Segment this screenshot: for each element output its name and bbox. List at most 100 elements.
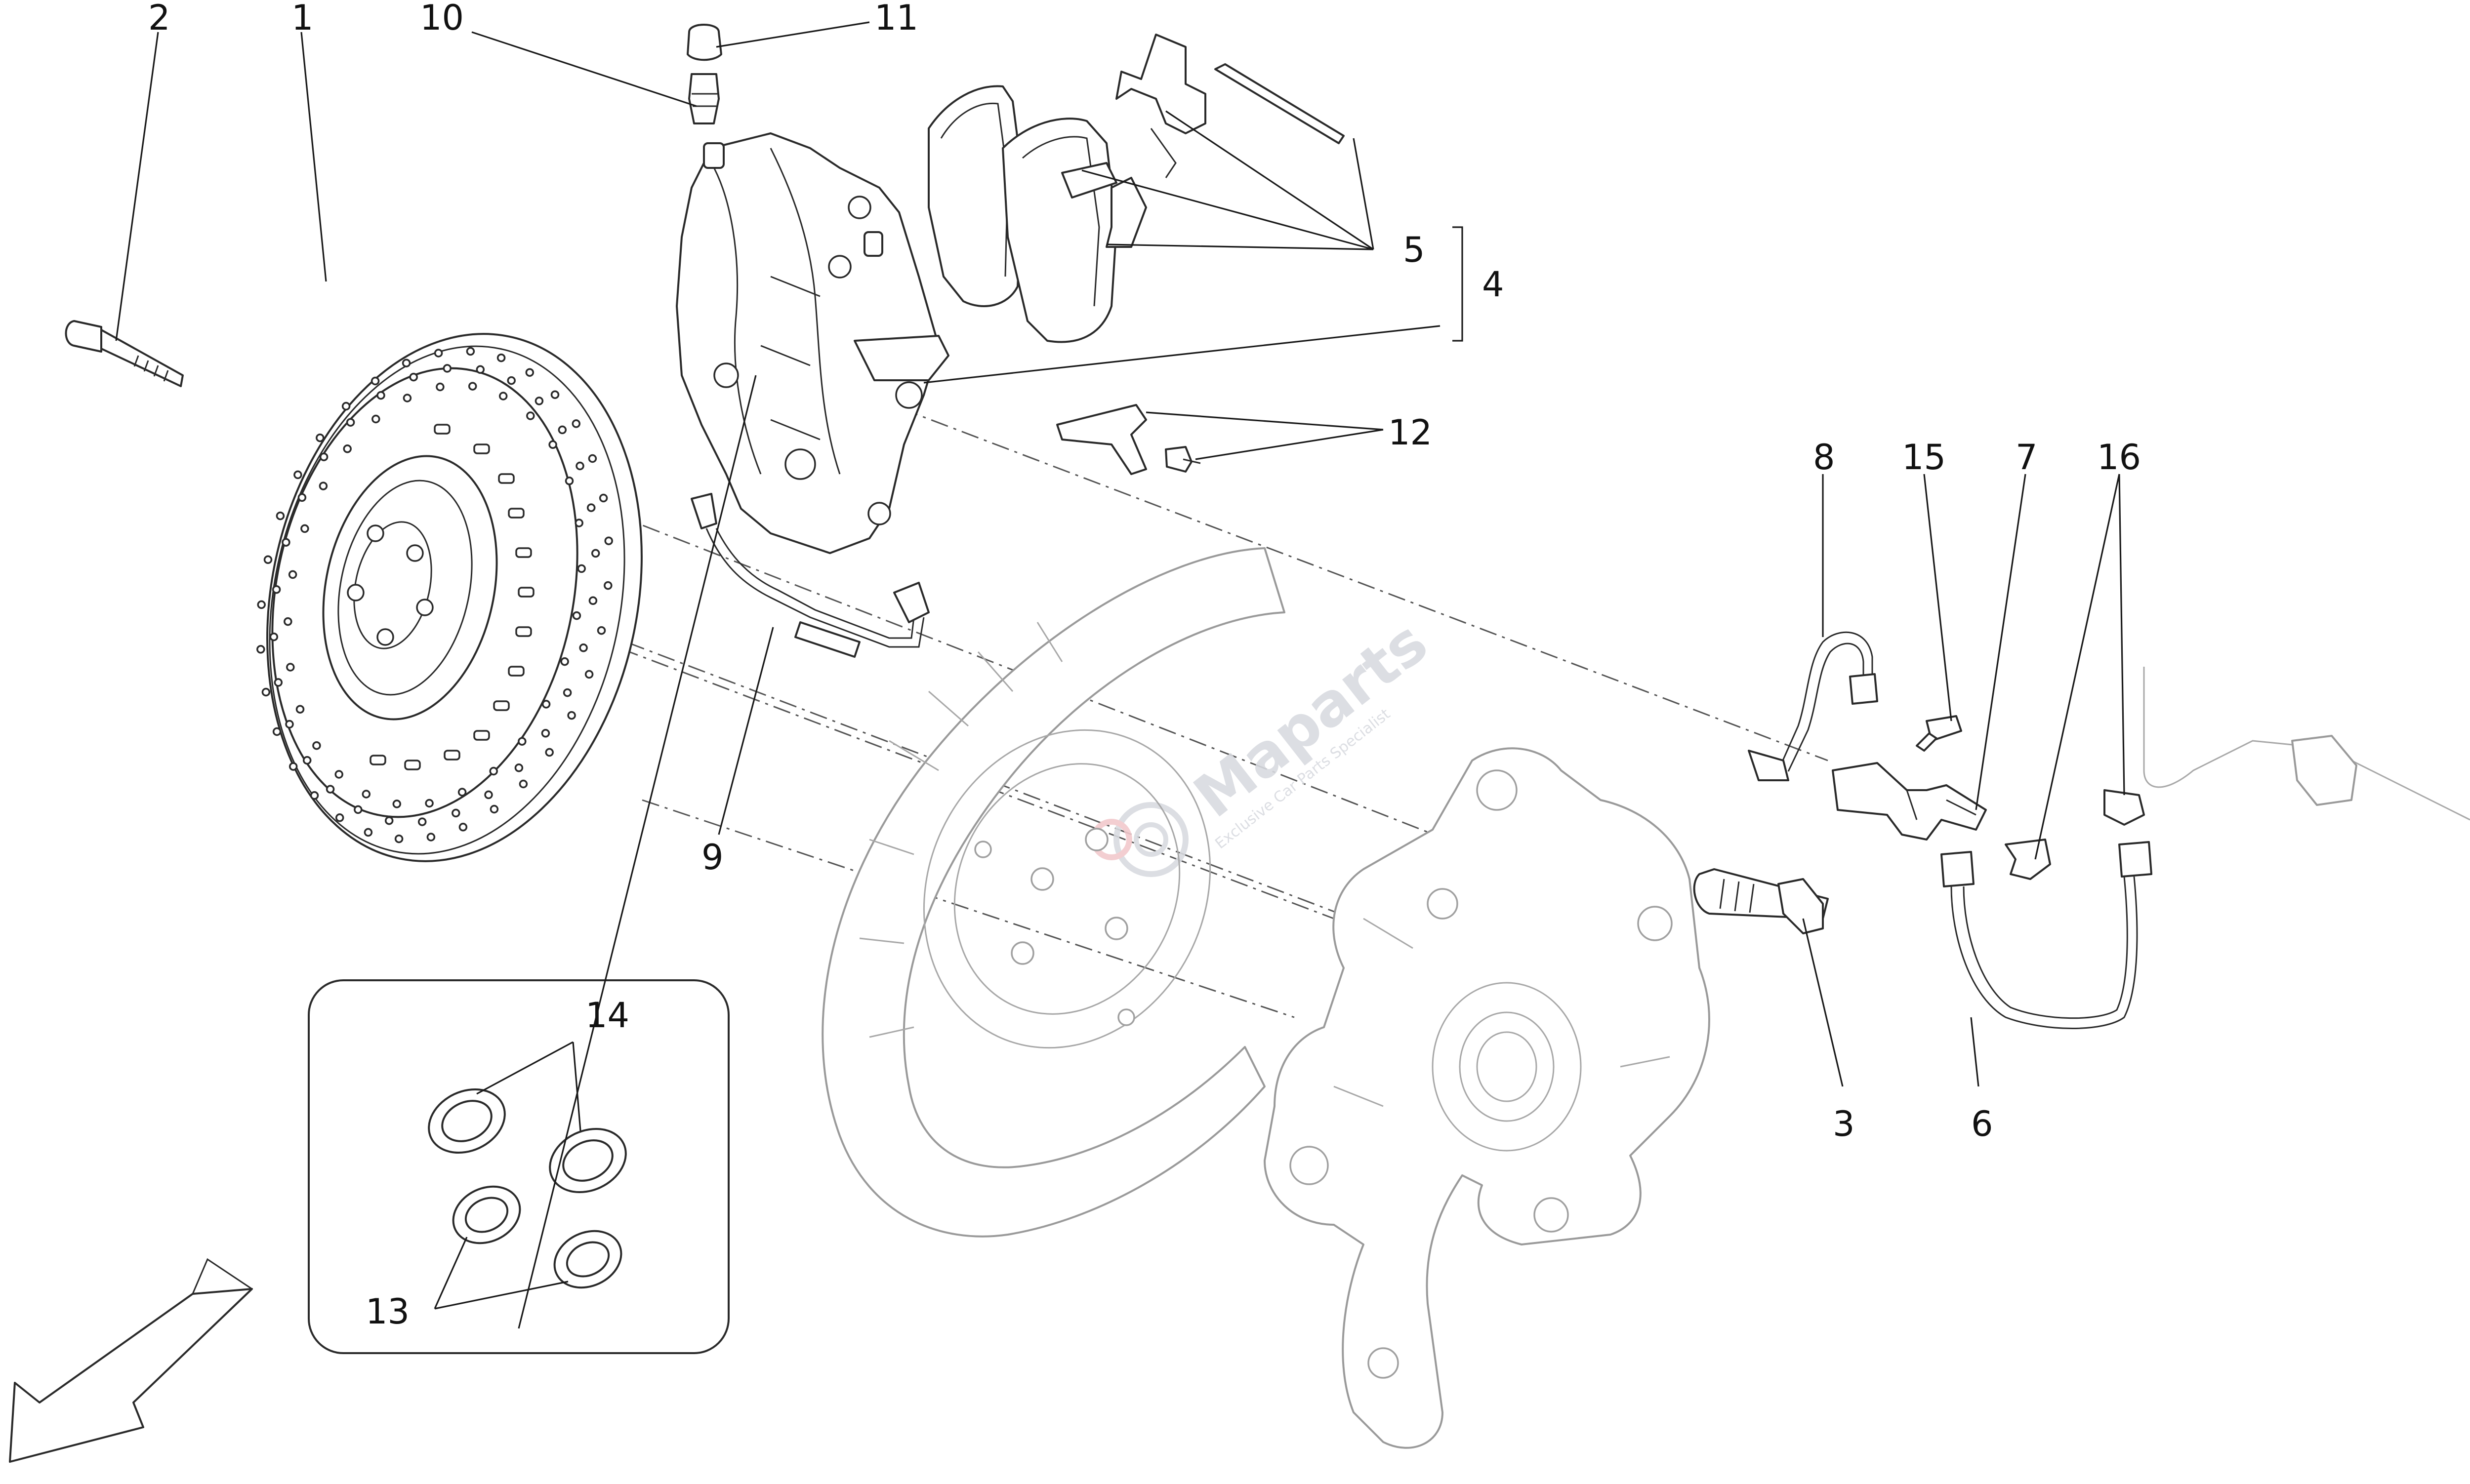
drill-hole	[392, 800, 402, 808]
drill-hole	[558, 425, 567, 435]
drill-hole	[334, 770, 343, 779]
callout-7: 7	[2016, 437, 2038, 478]
bleed-valve	[688, 73, 720, 124]
drill-hole	[295, 705, 305, 714]
piston-seal-2	[549, 1127, 627, 1194]
drill-hole	[384, 816, 394, 825]
abs-sensor-cable	[2143, 667, 2470, 821]
drill-hole	[362, 790, 371, 799]
drill-hole	[370, 376, 380, 386]
drill-hole	[468, 382, 477, 391]
drill-hole	[425, 799, 434, 808]
brake-caliper	[676, 132, 949, 554]
drill-hole	[284, 617, 292, 626]
drill-hole	[457, 788, 467, 797]
drill-hole	[548, 440, 557, 449]
drill-hole	[498, 392, 508, 401]
drill-hole	[572, 611, 581, 620]
callout-13: 13	[366, 1291, 410, 1332]
drill-hole	[346, 418, 355, 427]
drill-hole	[426, 833, 436, 842]
hub-carrier-screw	[1693, 868, 1829, 934]
drill-hole	[535, 397, 544, 405]
drill-hole	[263, 555, 273, 564]
drill-hole	[417, 817, 427, 826]
drill-hole	[272, 727, 282, 736]
drill-hole	[288, 570, 297, 579]
drill-hole	[319, 481, 328, 490]
drill-hole	[302, 756, 312, 765]
callout-11: 11	[874, 0, 918, 38]
drill-hole	[316, 433, 325, 442]
callout-3: 3	[1833, 1104, 1855, 1144]
brake-disc	[256, 333, 643, 862]
callout-10: 10	[420, 0, 464, 38]
drill-hole	[584, 670, 594, 679]
drill-hole	[519, 779, 528, 789]
drill-hole	[599, 493, 608, 503]
drill-hole	[335, 813, 344, 822]
drill-hole	[563, 688, 572, 697]
callout-2: 2	[148, 0, 170, 38]
brake-pad-inner	[1002, 118, 1147, 343]
drill-hole	[466, 347, 475, 356]
drill-hole	[545, 748, 554, 757]
drill-hole	[575, 519, 583, 527]
drill-hole	[256, 645, 265, 654]
callout-numbers: 1 2 3 4 5 6 7 8 9 10 11 12 13 14 15 16	[148, 0, 2141, 1332]
drill-hole	[436, 382, 445, 392]
drill-hole	[376, 391, 385, 400]
drill-hole	[597, 626, 606, 635]
drill-hole	[310, 791, 319, 800]
drill-hole	[285, 720, 294, 729]
drill-hole	[272, 585, 281, 594]
bleed-valve-cap	[687, 24, 722, 61]
pad-retaining-pin	[1214, 63, 1345, 144]
drill-hole	[514, 763, 524, 772]
callout-14: 14	[585, 995, 629, 1036]
drill-hole	[276, 511, 285, 521]
front-direction-arrow-icon	[9, 1258, 253, 1463]
brake-dust-shield	[822, 547, 1285, 1238]
drill-hole	[261, 687, 271, 697]
drill-hole	[371, 414, 380, 424]
drill-hole	[312, 741, 321, 750]
drill-hole	[288, 762, 298, 771]
caliper-brake-pipe	[691, 493, 930, 658]
callout-8: 8	[1813, 437, 1835, 478]
drill-hole	[560, 657, 569, 666]
hose-clip-left	[2005, 839, 2051, 880]
drill-hole	[496, 353, 506, 362]
drill-hole	[293, 470, 302, 480]
drill-hole	[282, 538, 290, 547]
drill-hole	[257, 600, 266, 609]
drill-hole	[525, 368, 535, 377]
drill-hole	[300, 524, 309, 533]
seal-kit-detail-box	[308, 979, 730, 1354]
watermark-brand: Maparts	[1182, 608, 1440, 831]
drill-hole	[364, 828, 373, 837]
hub-carrier-knuckle	[1264, 747, 1710, 1449]
drill-hole	[579, 643, 588, 652]
callout-9: 9	[701, 837, 724, 878]
piston-seal-4	[553, 1230, 622, 1289]
drill-hole	[550, 390, 560, 399]
drill-hole	[443, 364, 452, 373]
drill-hole	[319, 452, 329, 461]
anti-rattle-spring	[1115, 34, 1206, 178]
disc-retaining-screw	[65, 320, 184, 387]
bracket-fixing-screw	[1916, 715, 1962, 752]
drill-hole	[526, 411, 535, 420]
drill-hole	[588, 596, 598, 605]
drill-hole	[567, 711, 576, 720]
drill-hole	[409, 372, 418, 382]
leader-lines	[115, 21, 2125, 1329]
hose-clip-right	[2103, 789, 2145, 826]
drill-hole	[489, 766, 498, 776]
drill-hole	[604, 536, 613, 545]
drill-hole	[541, 700, 551, 709]
maparts-logo-icon	[1091, 802, 1189, 877]
drill-hole	[326, 785, 335, 794]
drill-hole	[452, 808, 460, 818]
